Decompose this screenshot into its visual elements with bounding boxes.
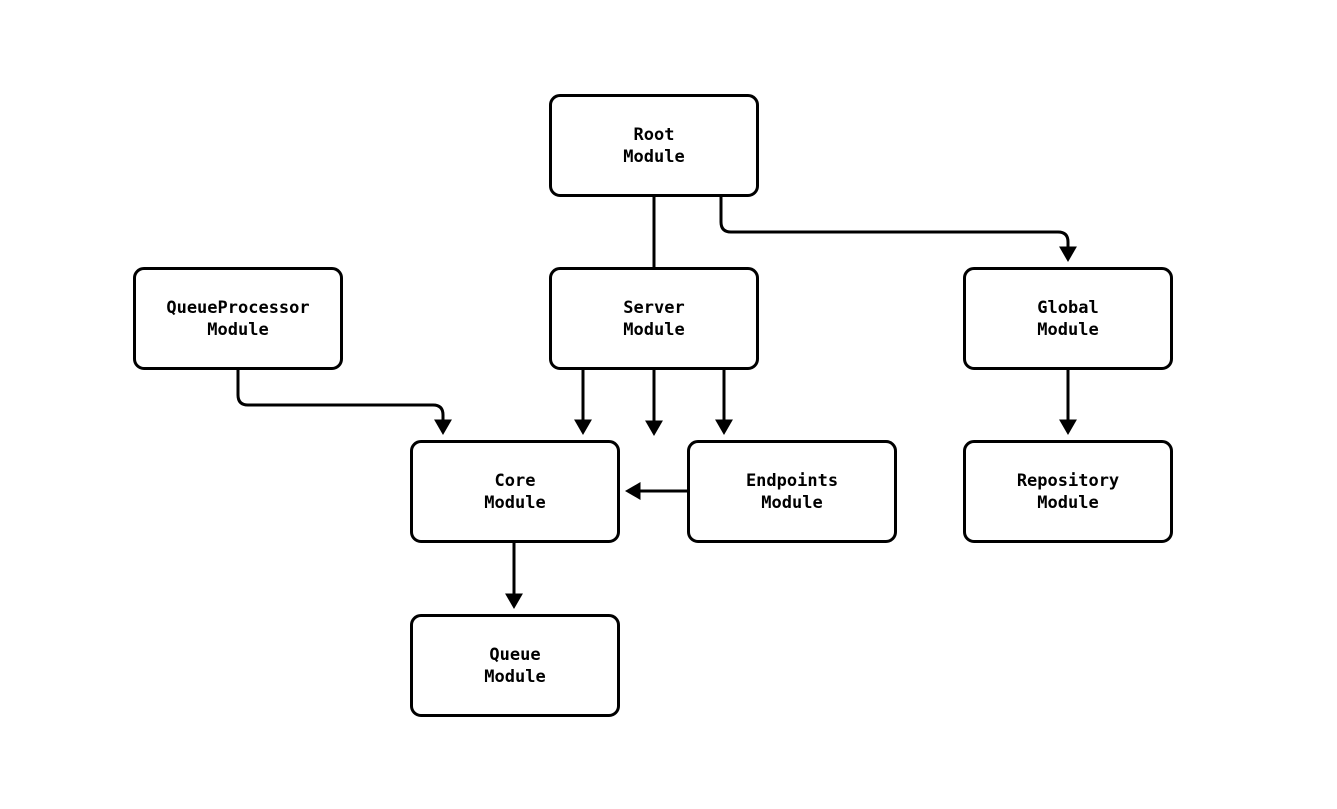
- node-repository-module-label: Repository Module: [1016, 470, 1120, 513]
- node-endpoints-module[interactable]: Endpoints Module: [687, 440, 897, 543]
- edge-queueprocessor-to-core: [236, 370, 452, 435]
- node-queueprocessor-module[interactable]: QueueProcessor Module: [133, 267, 343, 370]
- node-global-module-label: Global Module: [1037, 297, 1099, 340]
- node-endpoints-module-label: Endpoints Module: [745, 470, 839, 513]
- node-global-module[interactable]: Global Module: [963, 267, 1173, 370]
- edge-root-to-global: [719, 197, 1077, 262]
- node-root-module-label: Root Module: [623, 124, 685, 167]
- node-queue-module[interactable]: Queue Module: [410, 614, 620, 717]
- node-server-module[interactable]: Server Module: [549, 267, 759, 370]
- node-core-module[interactable]: Core Module: [410, 440, 620, 543]
- node-repository-module[interactable]: Repository Module: [963, 440, 1173, 543]
- node-queue-module-label: Queue Module: [484, 644, 546, 687]
- node-core-module-label: Core Module: [484, 470, 546, 513]
- node-queueprocessor-module-label: QueueProcessor Module: [166, 297, 310, 340]
- node-server-module-label: Server Module: [623, 297, 685, 340]
- node-root-module[interactable]: Root Module: [549, 94, 759, 197]
